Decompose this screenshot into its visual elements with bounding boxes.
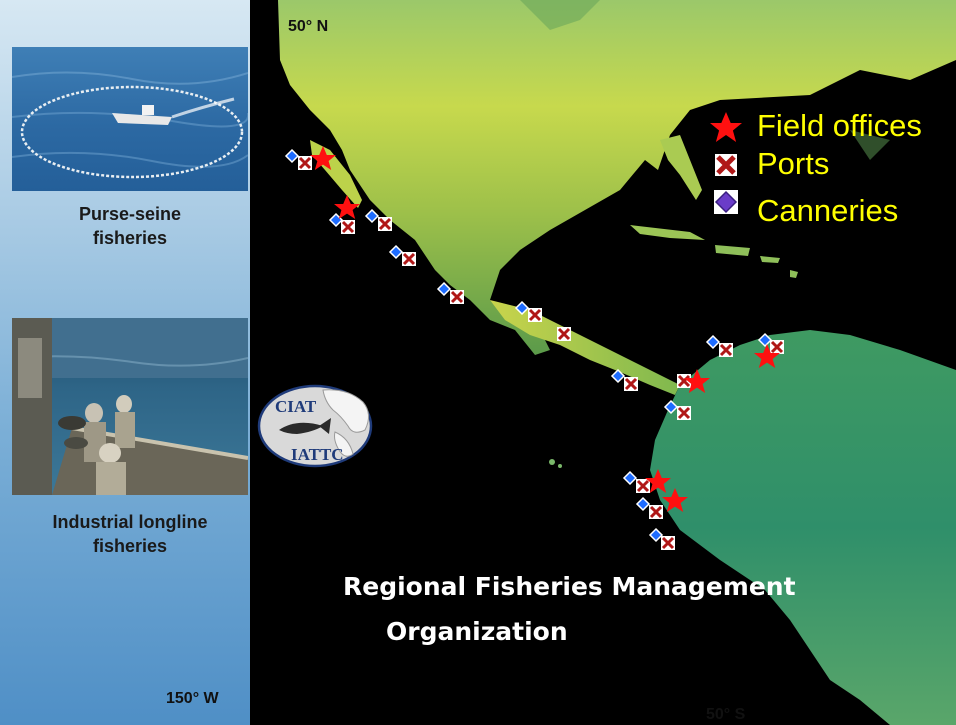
north-america-land bbox=[278, 0, 956, 355]
central-america-land bbox=[490, 300, 680, 395]
legend-port-icon bbox=[715, 154, 737, 176]
iattc-logo: CIAT IATTC bbox=[257, 384, 373, 468]
longline-photo bbox=[12, 318, 248, 495]
cannery-marker bbox=[705, 334, 721, 350]
cannery-marker bbox=[610, 368, 626, 384]
field-office-star bbox=[334, 195, 360, 219]
field-office-star bbox=[645, 469, 671, 493]
map-canvas bbox=[250, 0, 956, 725]
purse-seine-caption: Purse-seine fisheries bbox=[78, 204, 182, 248]
cannery-marker bbox=[622, 470, 638, 486]
cannery-marker bbox=[436, 281, 452, 297]
field-office-star bbox=[310, 146, 336, 170]
left-panel: Purse-seine fisheries Industrial bbox=[0, 0, 250, 725]
cannery-markers bbox=[284, 148, 773, 543]
latitude-label-south: 50° S bbox=[706, 706, 746, 723]
cannery-marker bbox=[663, 399, 679, 415]
logo-text-top: CIAT bbox=[275, 397, 317, 416]
longline-caption: Industrial longline fisheries bbox=[52, 512, 208, 556]
logo-text-bottom: IATTC bbox=[291, 445, 344, 464]
field-office-star bbox=[662, 488, 688, 512]
cannery-marker bbox=[635, 496, 651, 512]
cannery-marker bbox=[388, 244, 404, 260]
cannery-marker bbox=[757, 332, 773, 348]
legend-ports: Ports bbox=[757, 146, 830, 181]
longitude-label-west: 150° W bbox=[166, 690, 219, 707]
legend-cannery-icon bbox=[714, 190, 738, 214]
legend-field-offices: Field offices bbox=[757, 108, 922, 143]
latitude-label-north: 50° N bbox=[288, 18, 329, 35]
cannery-marker bbox=[514, 300, 530, 316]
port-markers bbox=[298, 156, 784, 550]
field-office-markers bbox=[310, 146, 780, 512]
cannery-marker bbox=[648, 527, 664, 543]
legend-star-icon bbox=[710, 112, 742, 142]
field-office-star bbox=[754, 344, 780, 368]
org-title-line1: Regional Fisheries Management bbox=[343, 572, 796, 601]
field-office-star bbox=[684, 369, 710, 393]
legend-canneries: Canneries bbox=[757, 193, 899, 228]
purse-seine-photo bbox=[12, 47, 248, 191]
org-title-line2: Organization bbox=[386, 617, 568, 646]
south-america-land bbox=[650, 330, 956, 725]
cannery-marker bbox=[364, 208, 380, 224]
cannery-marker bbox=[284, 148, 300, 164]
